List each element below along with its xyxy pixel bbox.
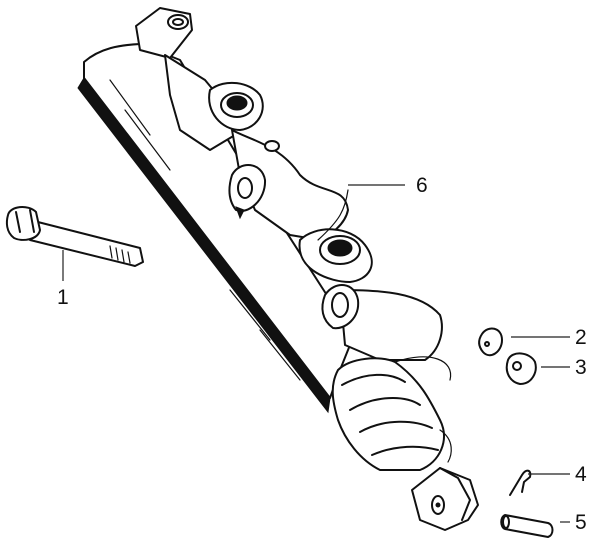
circlip [478,327,503,357]
rubber-boot [331,356,452,471]
callout-6: 6 [416,174,428,197]
callout-5: 5 [575,511,587,534]
clevis [411,467,479,531]
callout-4: 4 [575,463,587,486]
callout-2: 2 [575,326,587,349]
split-pin [509,469,532,496]
nut [505,352,537,385]
callout-3: 3 [575,356,587,379]
callout-1: 1 [57,286,69,309]
clevis-pin [500,514,554,538]
bolt [5,206,144,267]
master-cylinder-body [77,7,443,414]
